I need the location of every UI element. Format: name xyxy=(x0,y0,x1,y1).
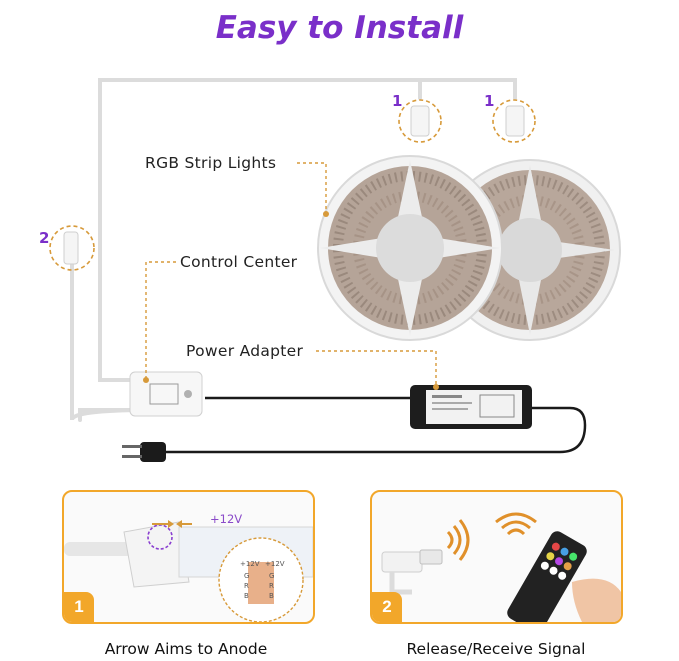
label-rgb-strip-lights: RGB Strip Lights xyxy=(145,154,277,172)
svg-text:R: R xyxy=(244,582,249,590)
power-plug xyxy=(122,442,166,462)
page-title: Easy to Install xyxy=(215,10,464,46)
svg-text:B: B xyxy=(244,592,249,600)
svg-text:G: G xyxy=(244,572,249,580)
step-panel-2: 2 xyxy=(370,490,623,624)
svg-text:B: B xyxy=(269,592,274,600)
step-caption-2: Release/Receive Signal xyxy=(406,640,586,658)
signal-wave-icon xyxy=(446,519,470,561)
power-adapter-box xyxy=(410,385,532,429)
strip-reel-front xyxy=(317,155,503,341)
step-caption-1: Arrow Aims to Anode xyxy=(104,640,268,658)
signal-wave-icon-2 xyxy=(495,512,537,536)
svg-text:+12V: +12V xyxy=(265,560,285,568)
control-center-box xyxy=(129,371,203,417)
label-control-center: Control Center xyxy=(180,253,298,271)
install-diagram xyxy=(49,78,621,462)
remote-illustration xyxy=(381,512,621,622)
marker-2: 2 xyxy=(39,229,50,247)
step-badge-2: 2 xyxy=(372,592,402,622)
voltage-label: +12V xyxy=(210,512,243,526)
svg-text:G: G xyxy=(269,572,274,580)
marker-1b: 1 xyxy=(484,92,495,110)
svg-text:R: R xyxy=(269,582,274,590)
step-panel-1: +12V +12V G G R R B B +12V 1 xyxy=(62,490,315,624)
label-power-adapter: Power Adapter xyxy=(186,342,304,360)
marker-1a: 1 xyxy=(392,92,403,110)
step-badge-1: 1 xyxy=(64,592,94,622)
svg-text:+12V: +12V xyxy=(240,560,260,568)
connector-illustration: +12V +12V G G R R B B xyxy=(64,520,313,622)
